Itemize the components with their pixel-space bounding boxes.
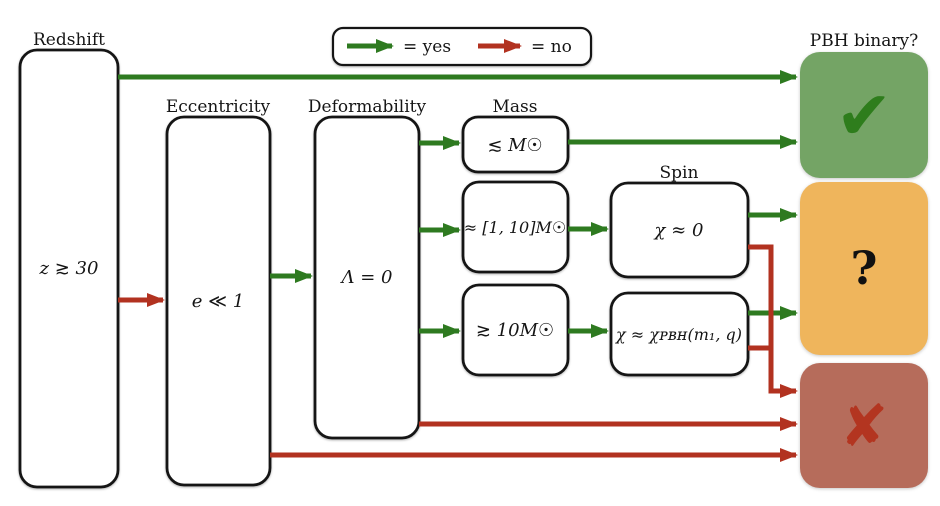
checkmark-icon: ✔ <box>836 77 893 156</box>
node-mass-high: ≳ 10M☉ <box>461 283 570 377</box>
legend-box <box>331 26 593 67</box>
node-redshift-box <box>18 48 120 489</box>
legend-yes-label: = yes <box>403 37 451 57</box>
arrow-spin-zero-to-no <box>748 244 798 398</box>
node-deformability-value: Λ = 0 <box>340 267 393 288</box>
outcome-column: PBH binary? ✔ ? ✘ <box>800 31 928 488</box>
node-spin-pbh-value: χ ≈ χᴘʙʜ(m₁, q) <box>615 325 742 344</box>
node-redshift-label: Redshift <box>33 30 105 50</box>
node-mass-mid-value: ≈ [1, 10]M☉ <box>464 218 566 237</box>
cross-icon: ✘ <box>840 392 889 460</box>
node-eccentricity-box <box>165 115 272 487</box>
spin-column-label: Spin <box>660 163 699 183</box>
node-spin-pbh-box <box>609 291 750 377</box>
legend-no-label: = no <box>531 37 572 57</box>
node-spin-pbh: χ ≈ χᴘʙʜ(m₁, q) <box>609 291 750 377</box>
node-mass-high-value: ≳ 10M☉ <box>476 320 554 341</box>
node-redshift-value: z ≳ 30 <box>39 258 99 279</box>
node-eccentricity-label: Eccentricity <box>166 97 271 117</box>
node-eccentricity: Eccentricity e ≪ 1 <box>165 97 272 487</box>
node-mass-mid: ≈ [1, 10]M☉ <box>461 180 570 274</box>
node-deformability-box <box>313 115 421 440</box>
question-mark-icon: ? <box>851 241 878 295</box>
mass-column-label: Mass <box>493 97 538 117</box>
outcome-column-label: PBH binary? <box>810 31 918 51</box>
yes-arrows <box>118 70 798 338</box>
outcome-maybe-box <box>800 182 928 355</box>
outcome-no-box <box>800 363 928 488</box>
no-arrows <box>118 244 798 462</box>
node-mass-low: Mass ≲ M☉ <box>461 97 570 174</box>
node-deformability: Deformability Λ = 0 <box>308 97 427 440</box>
node-redshift: Redshift z ≳ 30 <box>18 30 120 489</box>
node-spin-zero-value: χ ≈ 0 <box>653 220 704 241</box>
node-spin-zero-box <box>609 181 750 279</box>
outcome-no: ✘ <box>800 363 928 488</box>
outcome-yes: ✔ <box>800 52 928 178</box>
outcome-maybe: ? <box>800 182 928 355</box>
legend: = yes = no <box>331 26 593 67</box>
outcome-yes-box <box>800 52 928 178</box>
node-spin-zero: Spin χ ≈ 0 <box>609 163 750 279</box>
node-mass-low-value: ≲ M☉ <box>487 135 542 156</box>
node-deformability-label: Deformability <box>308 97 427 117</box>
node-eccentricity-value: e ≪ 1 <box>192 291 244 312</box>
